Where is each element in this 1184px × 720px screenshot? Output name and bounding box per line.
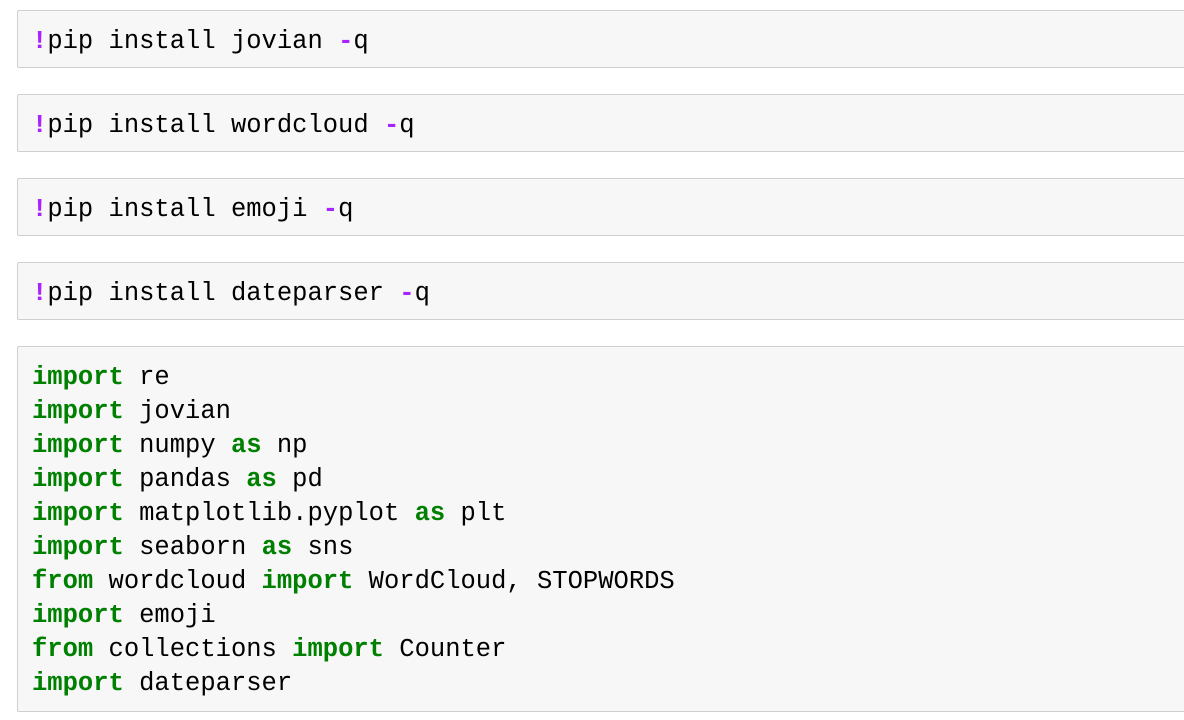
code-cell-pip-jovian[interactable]: !pip install jovian -q [0,10,1184,68]
keyword-as: as [230,431,262,460]
flag-dash: - [383,111,400,140]
alias-name: sns [292,533,354,562]
keyword-import: import [261,567,354,596]
keyword-import: import [32,363,124,392]
keyword-import: import [32,533,124,562]
module-name: matplotlib.pyplot [123,499,415,528]
code-line: import re [32,361,1184,395]
code-line: !pip install dateparser -q [32,273,1184,311]
shell-bang: ! [32,279,48,308]
alias-name: np [261,431,308,460]
code-line: import dateparser [32,667,1184,701]
flag-name: q [338,195,354,224]
code-line: import matplotlib.pyplot as plt [32,497,1184,531]
module-name: collections [93,635,293,664]
module-name: re [123,363,170,392]
alias-name: pd [276,465,323,494]
module-name: pandas [123,465,247,494]
alias-name: plt [445,499,507,528]
keyword-from: from [32,567,94,596]
code-line: import pandas as pd [32,463,1184,497]
code-cell-pip-emoji[interactable]: !pip install emoji -q [0,178,1184,236]
module-name: seaborn [123,533,262,562]
code-line: from collections import Counter [32,633,1184,667]
keyword-as: as [246,465,277,494]
code-line: !pip install jovian -q [32,21,1184,59]
cell-input-area[interactable]: !pip install emoji -q [17,178,1184,236]
keyword-as: as [261,533,293,562]
flag-name: q [399,111,415,140]
keyword-import: import [32,397,124,426]
keyword-from: from [32,635,94,664]
code-cell-imports[interactable]: import re import jovian import numpy as … [0,346,1184,712]
cell-input-area[interactable]: !pip install jovian -q [17,10,1184,68]
code-cell-pip-dateparser[interactable]: !pip install dateparser -q [0,262,1184,320]
module-name: dateparser [123,669,293,698]
code-line: import seaborn as sns [32,531,1184,565]
shell-command: pip install jovian [47,27,339,56]
flag-dash: - [322,195,339,224]
keyword-import: import [32,499,124,528]
module-name: jovian [123,397,231,426]
keyword-import: import [32,431,124,460]
flag-dash: - [338,27,354,56]
shell-command: pip install dateparser [47,279,400,308]
code-line: !pip install emoji -q [32,189,1184,227]
code-line: import emoji [32,599,1184,633]
flag-name: q [414,279,430,308]
module-name: emoji [123,601,216,630]
shell-bang: ! [32,27,48,56]
cell-input-area[interactable]: import re import jovian import numpy as … [17,346,1184,712]
shell-bang: ! [32,111,48,140]
shell-bang: ! [32,195,48,224]
cell-input-area[interactable]: !pip install wordcloud -q [17,94,1184,152]
code-line: import numpy as np [32,429,1184,463]
keyword-import: import [32,601,124,630]
keyword-import: import [32,465,124,494]
code-line: import jovian [32,395,1184,429]
code-line: !pip install wordcloud -q [32,105,1184,143]
cell-input-area[interactable]: !pip install dateparser -q [17,262,1184,320]
imported-names: Counter [383,635,507,664]
module-name: numpy [123,431,231,460]
flag-name: q [353,27,369,56]
module-name: wordcloud [93,567,262,596]
shell-command: pip install emoji [47,195,323,224]
keyword-import: import [292,635,384,664]
flag-dash: - [399,279,415,308]
keyword-import: import [32,669,124,698]
imported-names: WordCloud, STOPWORDS [353,567,675,596]
code-line: from wordcloud import WordCloud, STOPWOR… [32,565,1184,599]
keyword-as: as [414,499,446,528]
shell-command: pip install wordcloud [47,111,384,140]
code-cell-pip-wordcloud[interactable]: !pip install wordcloud -q [0,94,1184,152]
